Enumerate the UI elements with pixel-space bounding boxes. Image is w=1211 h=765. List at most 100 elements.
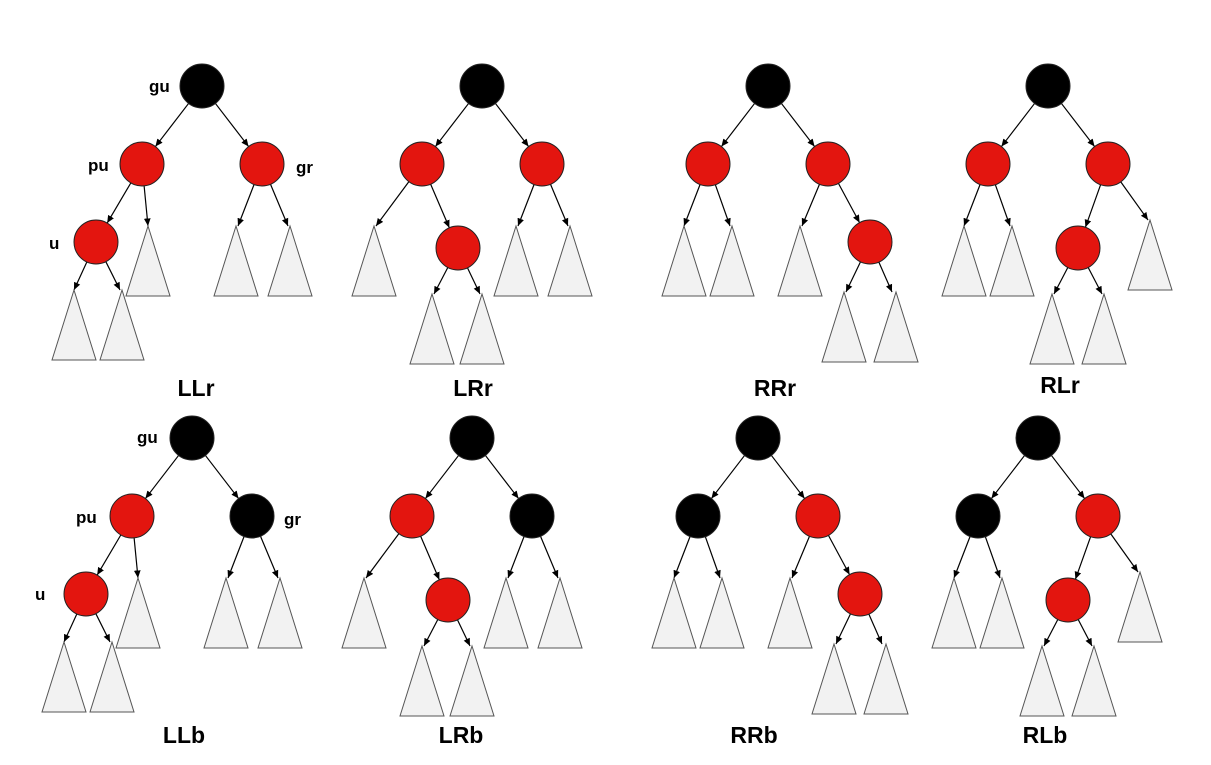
RLb-edge-gu-left [990,454,1026,499]
LRr-gr-left-subtree [493,224,539,297]
RRr-pu-left-subtree [777,224,823,297]
RRb-u-node [837,571,883,617]
LRb-edge-gr-left [507,535,526,579]
label-gu-bottom: gu [137,428,158,447]
RRb-u-left-subtree [811,642,857,715]
LRb-pu-left-subtree [341,576,387,649]
RLr-gr-left-subtree [941,224,987,297]
RRr-edge-u-right [877,260,893,293]
LLb-u-right-subtree [89,640,135,713]
label-pu-bottom: pu [76,508,97,527]
RLb-edge-gr-right [984,535,1001,579]
LRr-edge-gr-left [517,183,536,227]
LLb-gr-left-subtree [203,576,249,649]
case-label-RRr: RRr [754,375,796,401]
RRb-edge-gu-left [710,454,746,499]
RLb-gr-left-subtree [931,576,977,649]
LLb-edge-gu-left [144,454,180,499]
LRr-u-right-subtree [459,292,505,365]
RLb-pu-right-subtree [1117,570,1163,643]
RLr-pu-node [1085,141,1131,187]
LRb-u-right-subtree [449,644,495,717]
RRr-pu-node [805,141,851,187]
LLb-u-node [63,571,109,617]
LRr-edge-gr-right [549,183,569,227]
RLb-edge-u-left [1043,618,1059,647]
RRr-gr-right-subtree [709,224,755,297]
LRr-pu-left-subtree [351,224,397,297]
LRr-edge-gu-right [494,102,530,147]
RLr-edge-gu-left [1000,102,1036,147]
LRb-edge-gu-right [484,454,520,499]
RLr-edge-u-left [1053,266,1069,295]
LRb-gr-right-subtree [537,576,583,649]
RLr-pu-right-subtree [1127,218,1173,291]
RRr-edge-u-left [845,260,862,293]
RLr-edge-pu-right [1119,180,1149,221]
RLr-u-right-subtree [1081,292,1127,365]
LRb-pu-node [389,493,435,539]
RLr-gu-node [1025,63,1071,109]
RLb-gr-right-subtree [979,576,1025,649]
RLb-edge-u-right [1077,618,1093,647]
RLb-edge-pu-u [1074,535,1092,580]
LLb-gu-node [169,415,215,461]
RLr-u-node [1055,225,1101,271]
RLr-edge-gr-left [963,183,982,227]
LRb-edge-gu-left [424,454,460,499]
case-label-LRb: LRb [439,722,484,748]
RRr-edge-pu-left [801,183,821,227]
RLr-edge-gr-right [994,183,1011,227]
RRb-edge-u-left [835,612,852,645]
LLr-edge-gr-right [269,183,289,227]
LRr-edge-u-left [433,266,449,295]
RLr-gr-right-subtree [989,224,1035,297]
RRr-gu-node [745,63,791,109]
RLb-u-right-subtree [1071,644,1117,717]
RRr-gr-node [685,141,731,187]
RRb-gr-right-subtree [699,576,745,649]
LRb-gu-node [449,415,495,461]
LRb-edge-u-right [456,618,471,647]
LLr-edge-gu-right [214,102,250,147]
RLr-gr-node [965,141,1011,187]
LRb-edge-u-left [423,618,439,647]
LLb-pu-node [109,493,155,539]
RLb-edge-pu-right [1109,532,1139,573]
LLr-edge-pu-u [106,181,132,224]
RRr-u-right-subtree [873,290,919,363]
RRb-pu-node [795,493,841,539]
LLr-pu-right-subtree [125,224,171,297]
RRr-gr-left-subtree [661,224,707,297]
edges-layer [63,102,1149,647]
LLr-edge-pu-right [143,184,151,227]
label-pu-top: pu [88,156,109,175]
LLr-edge-u-left [73,260,88,291]
LRr-gr-node [519,141,565,187]
case-label-LRr: LRr [453,375,493,401]
LRr-edge-pu-left [375,180,411,227]
LRr-u-left-subtree [409,292,455,365]
RRr-u-node [847,219,893,265]
LLr-gr-left-subtree [213,224,259,297]
RRb-gr-left-subtree [651,576,697,649]
label-u-bottom: u [35,585,45,604]
label-gu-top: gu [149,77,170,96]
nodes-layer [63,63,1131,623]
RRr-edge-gu-right [780,102,816,147]
RRr-edge-gr-left [683,183,702,227]
LLr-u-left-subtree [51,288,97,361]
LLr-u-node [73,219,119,265]
LLb-gr-node [229,493,275,539]
LLr-u-right-subtree [99,288,145,361]
RRb-gu-node [735,415,781,461]
RRb-pu-left-subtree [767,576,813,649]
RRb-edge-pu-u [827,534,851,575]
label-gr-bottom: gr [284,510,301,529]
RLb-u-left-subtree [1019,644,1065,717]
RLb-pu-node [1075,493,1121,539]
LLb-edge-u-left [63,612,78,643]
LLr-gu-node [179,63,225,109]
